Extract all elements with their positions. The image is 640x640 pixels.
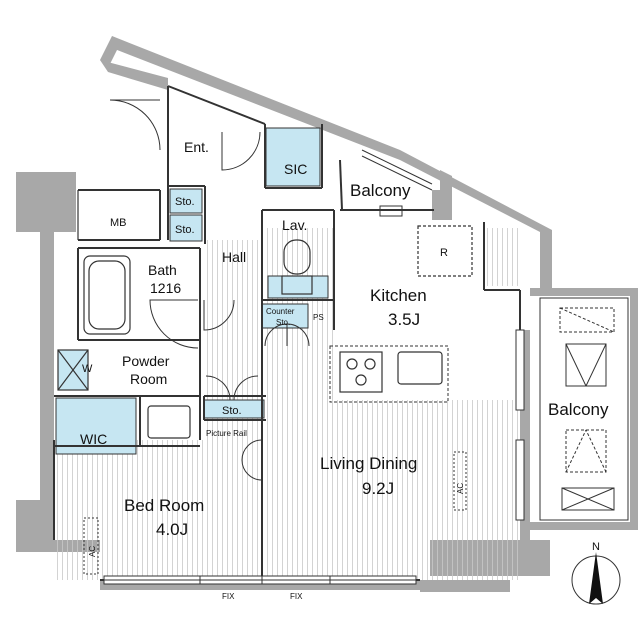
sink xyxy=(147,405,191,439)
label-living: Living Dining xyxy=(320,454,417,473)
label-kitchen-size: 3.5J xyxy=(388,310,420,329)
bathtub xyxy=(83,255,131,335)
label-lav: Lav. xyxy=(282,217,307,233)
label-ac-living: AC xyxy=(456,483,465,494)
label-fix-2: FIX xyxy=(290,592,303,601)
balcony-north-detail xyxy=(361,149,433,217)
label-powder: Powder xyxy=(122,353,170,369)
label-sto-3: Sto. xyxy=(222,405,242,417)
label-wic: WIC xyxy=(80,431,107,447)
label-kitchen: Kitchen xyxy=(370,286,427,305)
label-sto-1: Sto. xyxy=(175,196,195,208)
label-bath: Bath xyxy=(148,262,177,278)
label-living-size: 9.2J xyxy=(362,479,394,498)
label-balcony-east: Balcony xyxy=(548,400,609,419)
label-picture-rail: Picture Rail xyxy=(206,429,247,438)
powder-door xyxy=(203,299,235,331)
stove xyxy=(339,351,383,393)
label-hall: Hall xyxy=(222,249,246,265)
label-sto-2: Sto. xyxy=(175,224,195,236)
windows-right xyxy=(515,329,525,521)
label-ent: Ent. xyxy=(184,139,209,155)
label-sic: SIC xyxy=(284,161,307,177)
bedroom-floor xyxy=(54,440,260,580)
compass-label: N xyxy=(592,541,600,553)
closet-door xyxy=(205,375,259,401)
label-ac-bedroom: AC xyxy=(88,546,97,557)
doors xyxy=(109,99,310,481)
label-bath-size: 1216 xyxy=(150,280,181,296)
label-refrigerator: R xyxy=(440,247,448,259)
bath-door xyxy=(149,299,199,349)
kitchen-sink xyxy=(397,351,443,385)
label-powder-room: Room xyxy=(130,371,167,387)
fixtures xyxy=(57,190,473,439)
compass xyxy=(571,552,621,605)
living-door-left xyxy=(264,323,288,347)
label-fix-1: FIX xyxy=(222,592,235,601)
label-counter-sto: Sto. xyxy=(276,318,290,327)
storage-areas xyxy=(55,127,329,455)
label-bedroom-size: 4.0J xyxy=(156,520,188,539)
label-balcony-north: Balcony xyxy=(350,181,411,200)
ac-units xyxy=(83,451,467,575)
label-counter: Counter xyxy=(266,307,295,316)
labels: Ent. SIC Balcony MB Sto. Sto. Hall Lav. … xyxy=(80,139,609,601)
living-door-right xyxy=(286,323,310,347)
label-washer: W xyxy=(82,363,93,375)
windows-bottom xyxy=(103,575,417,585)
balcony-east xyxy=(539,297,629,521)
fridge-space xyxy=(417,225,473,277)
sic-door xyxy=(221,131,261,171)
label-bedroom: Bed Room xyxy=(124,496,204,515)
label-mb: MB xyxy=(110,217,127,229)
toilet xyxy=(283,239,311,275)
bedroom-door xyxy=(241,439,263,481)
label-ps: PS xyxy=(313,313,324,322)
entrance-door xyxy=(109,99,161,151)
